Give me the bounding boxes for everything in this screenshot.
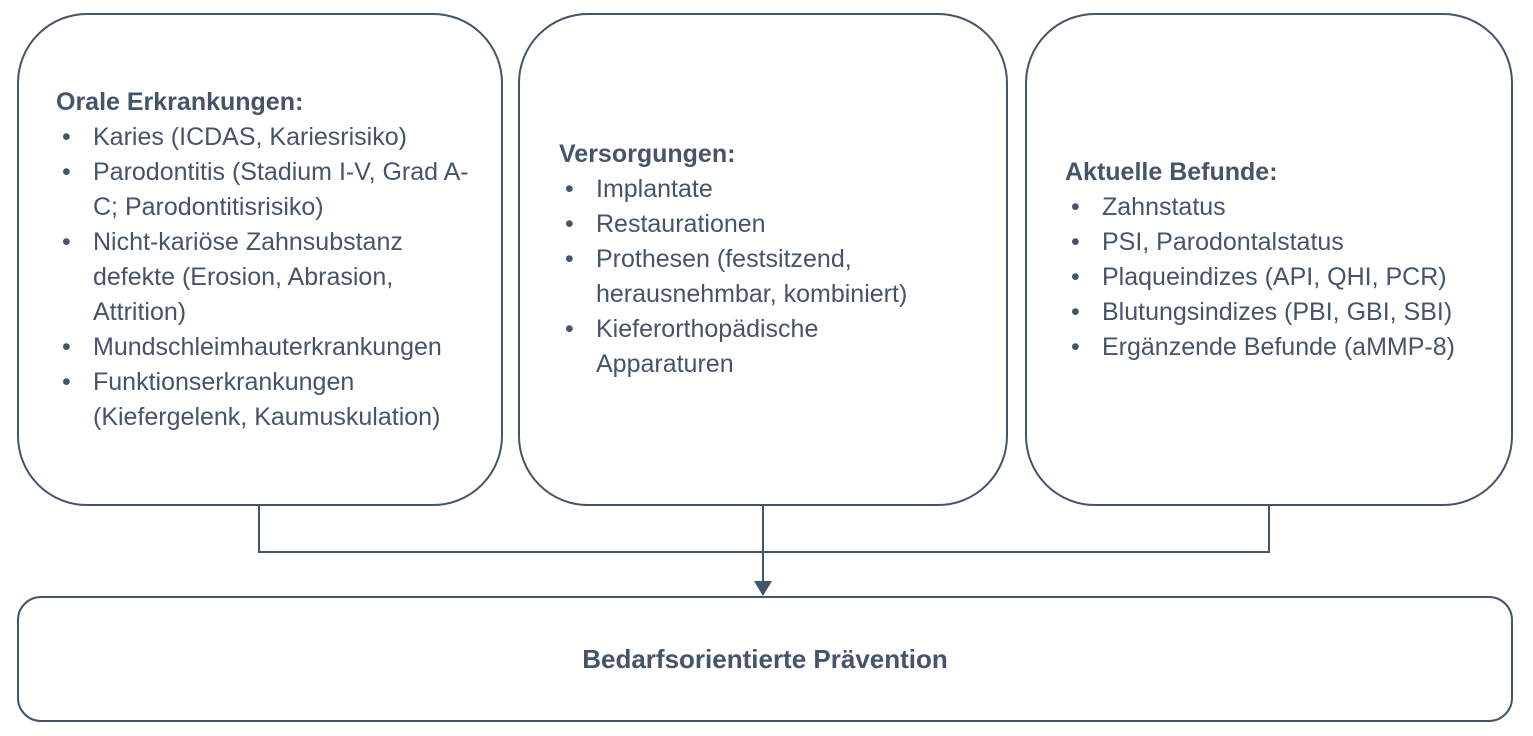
list-item: Zahnstatus <box>1065 190 1487 225</box>
list-item: Nicht-kariöse Zahnsubstanz defekte (Eros… <box>56 225 475 330</box>
list-item: Funktionserkrankungen (Kiefergelenk, Kau… <box>56 365 475 435</box>
box-versorgungen: Versorgungen: Implantate Restaurationen … <box>518 13 1008 506</box>
box-aktuelle-befunde: Aktuelle Befunde: Zahnstatus PSI, Parodo… <box>1025 13 1513 506</box>
list-versorgungen: Implantate Restaurationen Prothesen (fes… <box>559 172 948 382</box>
list-item: Kieferorthopädische Apparaturen <box>559 312 948 382</box>
list-item: Ergänzende Befunde (aMMP-8) <box>1065 330 1487 365</box>
box-title-orale-erkrankungen: Orale Erkrankungen: <box>56 87 304 116</box>
list-item: Restaurationen <box>559 207 948 242</box>
box-bedarfsorientierte-praevention: Bedarfsorientierte Prävention <box>17 596 1513 722</box>
connector-horizontal-line <box>258 551 1270 553</box>
list-item: Mundschleimhauterkrankungen <box>56 330 475 365</box>
list-item: Implantate <box>559 172 948 207</box>
list-aktuelle-befunde: Zahnstatus PSI, Parodontalstatus Plaquei… <box>1065 190 1487 365</box>
list-item: Karies (ICDAS, Kariesrisiko) <box>56 120 475 155</box>
list-item: Parodontitis (Stadium I-V, Grad A-C; Par… <box>56 155 475 225</box>
connector-stub-middle <box>762 505 764 584</box>
connector-stub-right <box>1268 505 1270 553</box>
list-item: Plaqueindizes (API, QHI, PCR) <box>1065 260 1487 295</box>
box-orale-erkrankungen: Orale Erkrankungen: Karies (ICDAS, Karie… <box>17 13 503 506</box>
connector-stub-left <box>258 505 260 553</box>
arrow-down-icon <box>754 581 772 596</box>
list-item: PSI, Parodontalstatus <box>1065 225 1487 260</box>
box-title-versorgungen: Versorgungen: <box>559 140 736 168</box>
list-item: Prothesen (festsitzend, herausnehmbar, k… <box>559 242 948 312</box>
list-item: Blutungsindizes (PBI, GBI, SBI) <box>1065 295 1487 330</box>
box-title-aktuelle-befunde: Aktuelle Befunde: <box>1065 157 1278 186</box>
list-orale-erkrankungen: Karies (ICDAS, Kariesrisiko) Parodontiti… <box>56 120 475 435</box>
result-label: Bedarfsorientierte Prävention <box>582 643 948 674</box>
